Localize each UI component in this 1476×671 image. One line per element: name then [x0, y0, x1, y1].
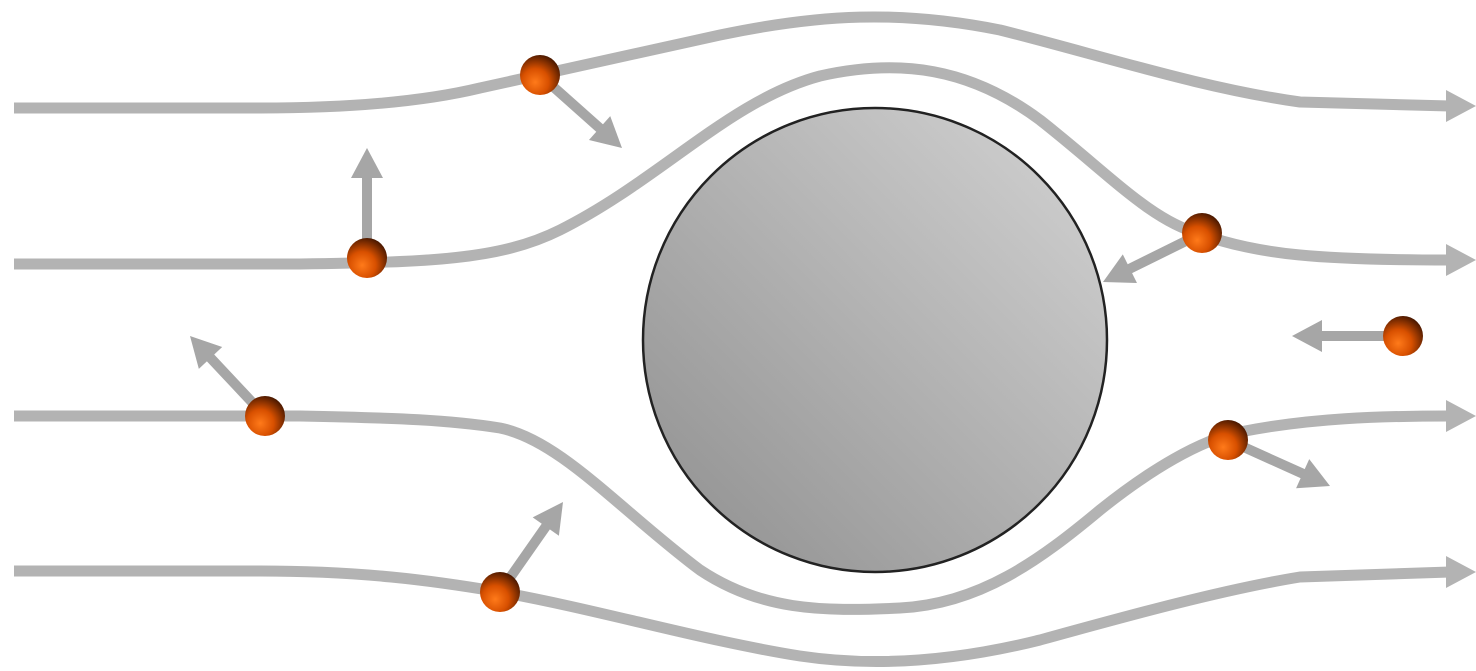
particle [1182, 213, 1222, 253]
arrowhead-icon [1446, 400, 1476, 432]
streamline-1 [14, 17, 1450, 108]
arrowhead-icon [1446, 90, 1476, 122]
particle [347, 238, 387, 278]
particle [520, 55, 560, 95]
force-arrow-shaft [552, 86, 601, 130]
particle [480, 572, 520, 612]
force-arrow-shaft [209, 356, 254, 404]
cylinder-obstacle [643, 108, 1107, 572]
force-arrow-shaft [1243, 447, 1305, 475]
arrowhead-icon [1446, 244, 1476, 276]
force-arrow-head-icon [1292, 320, 1322, 352]
particle [1208, 420, 1248, 460]
force-arrow-head-icon [351, 148, 383, 178]
force-arrow-shaft [509, 525, 547, 579]
particle [1383, 316, 1423, 356]
streamline-arrowheads [1446, 90, 1476, 588]
particle [245, 396, 285, 436]
force-arrow-shaft [1128, 240, 1188, 269]
arrowhead-icon [1446, 556, 1476, 588]
